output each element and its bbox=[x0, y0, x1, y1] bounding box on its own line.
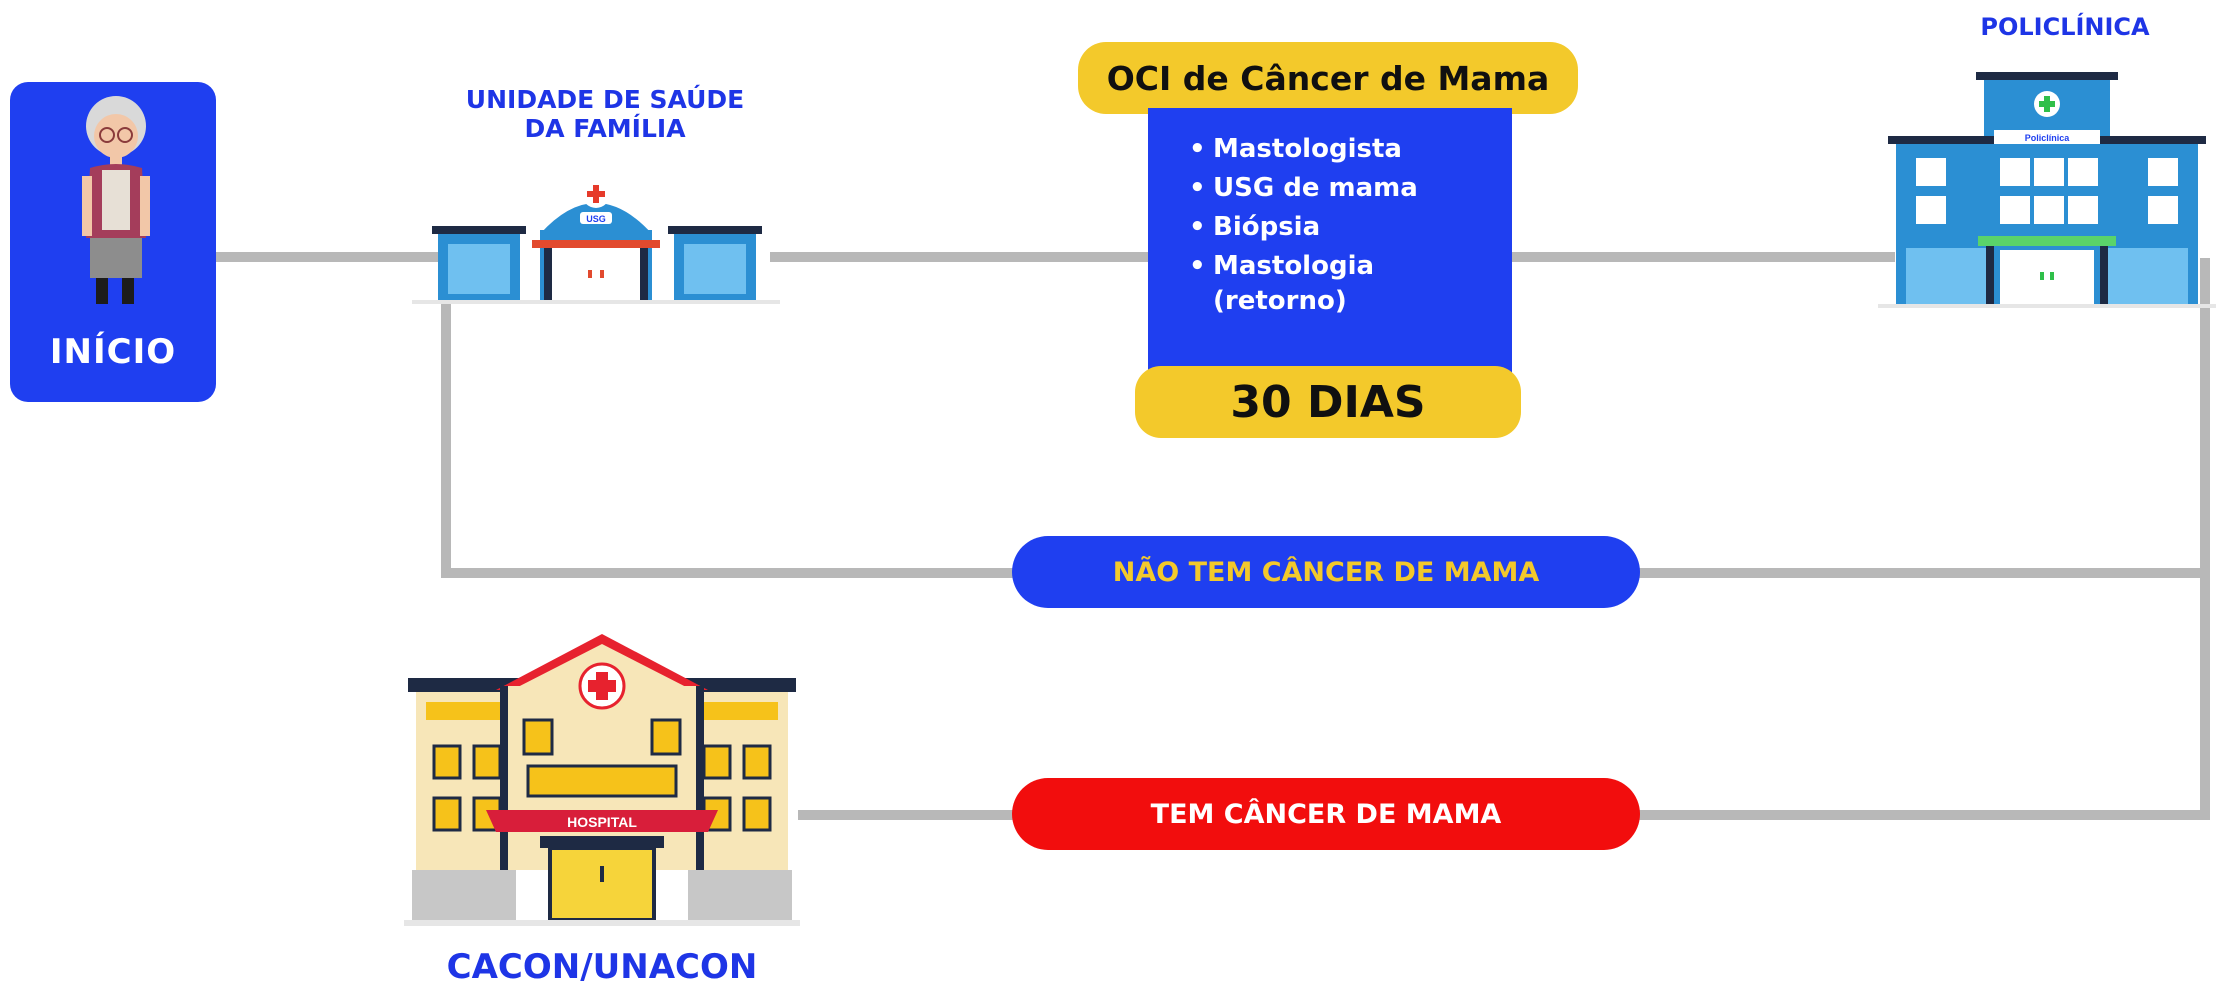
usf-title: UNIDADE DE SAÚDE DA FAMÍLIA bbox=[410, 85, 800, 144]
oci-step: •Mastologista bbox=[1189, 134, 1402, 164]
hospital-sign-text: HOSPITAL bbox=[567, 814, 637, 830]
connector-usf-down bbox=[441, 300, 451, 578]
connector-has-cancer-left bbox=[798, 810, 1016, 820]
connector-has-cancer-right bbox=[1636, 810, 2210, 820]
oci-steps-panel bbox=[1148, 108, 1512, 380]
usf-title-line2: DA FAMÍLIA bbox=[524, 113, 686, 143]
connector-start-usf bbox=[216, 252, 446, 262]
oci-step: •Biópsia bbox=[1189, 212, 1321, 243]
start-label: INÍCIO bbox=[49, 332, 177, 372]
oci-duration-badge: 30 DIAS bbox=[1135, 366, 1521, 438]
oci-step: •USG de mama bbox=[1189, 173, 1418, 204]
connector-usf-oci bbox=[770, 252, 1150, 262]
connector-oci-policlinica bbox=[1510, 252, 1895, 262]
outcome-no-cancer: NÃO TEM CÂNCER DE MAMA bbox=[1012, 536, 1640, 608]
health-unit-building-icon: USG bbox=[412, 180, 780, 304]
elderly-woman-icon bbox=[82, 96, 150, 304]
connector-policlinica-down bbox=[2200, 258, 2210, 820]
oci-step: •Mastologia(retorno) bbox=[1189, 251, 1375, 317]
connector-no-cancer-right bbox=[1636, 568, 2210, 578]
outcome-has-cancer: TEM CÂNCER DE MAMA bbox=[1012, 778, 1640, 850]
hospital-title: CACON/UNACON bbox=[446, 947, 758, 987]
policlinica-sign-text: Policlínica bbox=[2025, 133, 2071, 143]
hospital-building-icon: HOSPITAL bbox=[404, 634, 800, 926]
start-card: INÍCIO bbox=[10, 82, 216, 402]
oci-steps-list: •Mastologista •USG de mama •Biópsia •Mas… bbox=[1185, 132, 1505, 323]
policlinica-building-icon: Policlínica bbox=[1878, 72, 2216, 308]
connector-no-cancer-left bbox=[441, 568, 1016, 578]
oci-title: OCI de Câncer de Mama bbox=[1078, 42, 1578, 114]
usf-sign-text: USG bbox=[586, 214, 606, 224]
usf-title-line1: UNIDADE DE SAÚDE bbox=[465, 85, 745, 114]
policlinica-title: POLICLÍNICA bbox=[1980, 13, 2150, 41]
